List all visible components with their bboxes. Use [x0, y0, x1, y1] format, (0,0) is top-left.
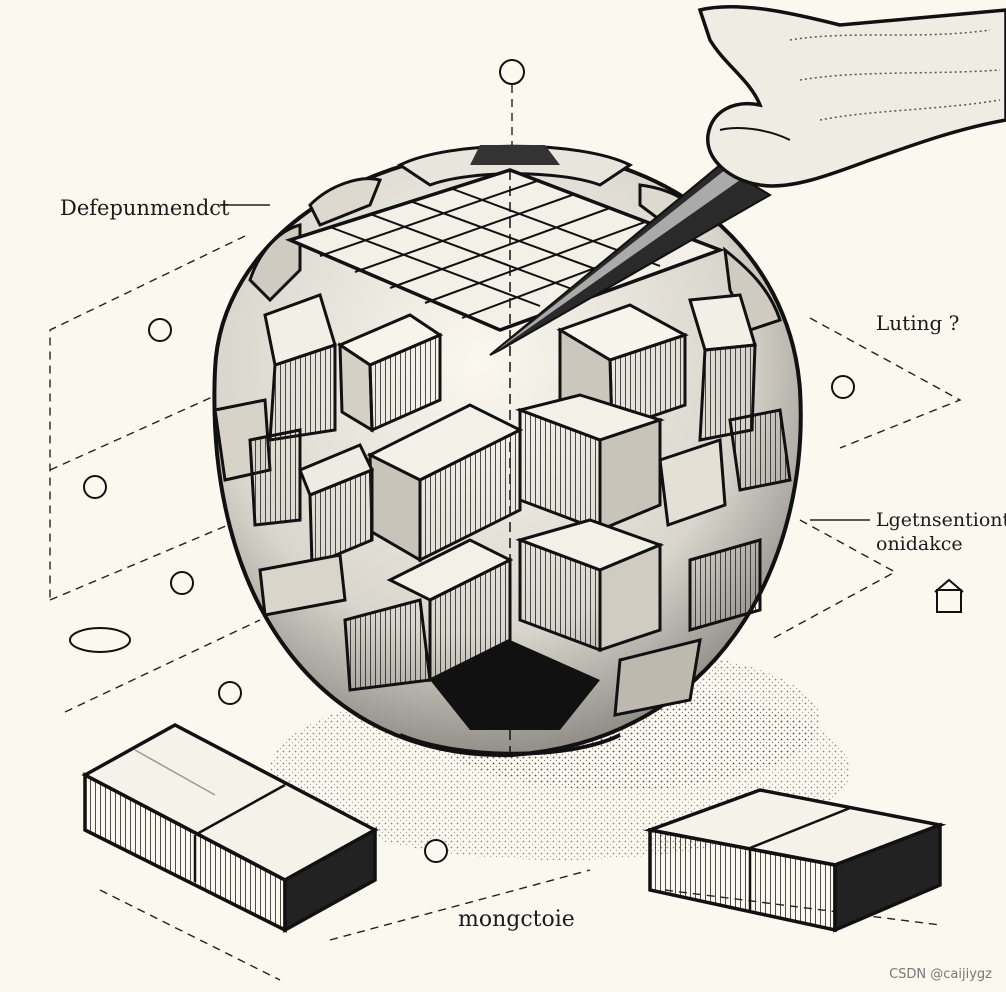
- cube-sphere: [212, 144, 803, 758]
- marker-left-2: [83, 475, 107, 499]
- marker-left-3: [170, 571, 194, 595]
- marker-top: [499, 59, 525, 85]
- label-bottom: mongctoie: [458, 907, 575, 932]
- marker-left-4: [218, 681, 242, 705]
- label-right-mid-line1: Lgetnsentiont: [876, 509, 1006, 531]
- label-left: Defepunmendct: [60, 196, 230, 220]
- right-blocks: [514, 293, 792, 717]
- left-ground-block: [81, 723, 379, 933]
- label-right-mid-line2: onidakce: [876, 533, 963, 555]
- marker-left-5: [69, 627, 131, 653]
- hand-with-knife: [489, 4, 1006, 356]
- label-right-mid: Lgetnsentiont onidakce: [876, 508, 1006, 556]
- annotation-symbols: [69, 59, 964, 863]
- right-ground-block: [643, 788, 947, 933]
- watermark: CSDN @caijiygz: [889, 967, 992, 982]
- left-blocks: [213, 293, 524, 692]
- marker-left-1: [148, 318, 172, 342]
- marker-bottom: [424, 839, 448, 863]
- label-right-top: Luting ?: [876, 311, 960, 335]
- marker-right-1: [831, 375, 855, 399]
- house-icon: [936, 589, 962, 613]
